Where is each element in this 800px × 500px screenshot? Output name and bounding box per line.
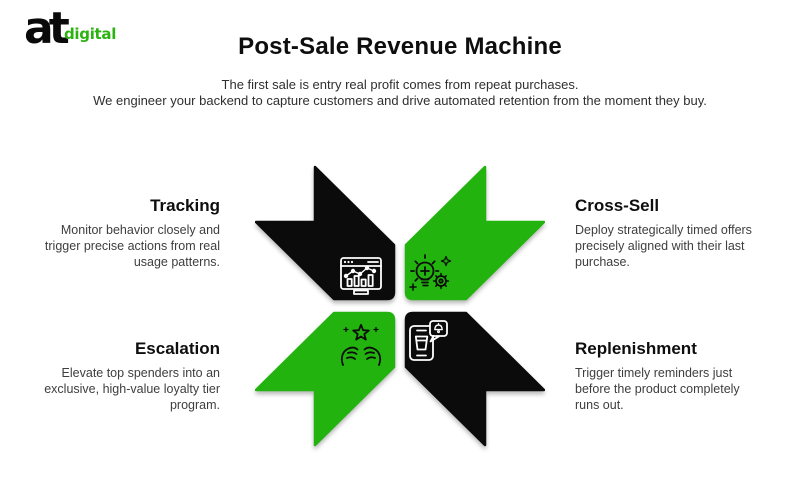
subtitle-line-2: We engineer your backend to capture cust… [93, 93, 707, 108]
quadrant-replenishment-description: Trigger timely reminders just before the… [575, 366, 740, 412]
analytics-dashboard-icon [340, 257, 382, 295]
converging-arrows-graphic [255, 165, 545, 447]
quadrant-tracking-description: Monitor behavior closely and trigger pre… [44, 223, 220, 269]
arrow-bottom-right [404, 311, 545, 447]
brand-logo: at digital [24, 6, 144, 56]
page-subtitle: The first sale is entry real profit come… [0, 77, 800, 109]
quadrant-escalation-block: Escalation Elevate top spenders into an … [28, 339, 220, 413]
brand-logo-digital-text: digital [64, 25, 117, 43]
quadrant-escalation-description: Elevate top spenders into an exclusive, … [44, 366, 220, 412]
arrow-bottom-left [255, 311, 396, 447]
quadrant-cross-sell-description: Deploy strategically timed offers precis… [575, 223, 752, 269]
quadrant-replenishment-block: Replenishment Trigger timely reminders j… [575, 339, 767, 413]
phone-reminder-bell-icon [409, 320, 448, 361]
quadrant-cross-sell-title: Cross-Sell [575, 196, 660, 215]
quadrant-cross-sell-block: Cross-Sell Deploy strategically timed of… [575, 196, 767, 270]
quadrant-tracking-block: Tracking Monitor behavior closely and tr… [28, 196, 220, 270]
subtitle-line-1: The first sale is entry real profit come… [221, 77, 579, 92]
quadrant-replenishment-title: Replenishment [575, 339, 697, 358]
brand-logo-at-mark: at [24, 3, 70, 54]
idea-bulb-gear-icon [409, 254, 452, 291]
page-title: Post-Sale Revenue Machine [238, 33, 562, 60]
quadrant-tracking-title: Tracking [150, 196, 220, 215]
hands-holding-star-icon [340, 323, 382, 366]
quadrant-escalation-title: Escalation [134, 339, 220, 358]
arrow-top-right [404, 165, 545, 301]
